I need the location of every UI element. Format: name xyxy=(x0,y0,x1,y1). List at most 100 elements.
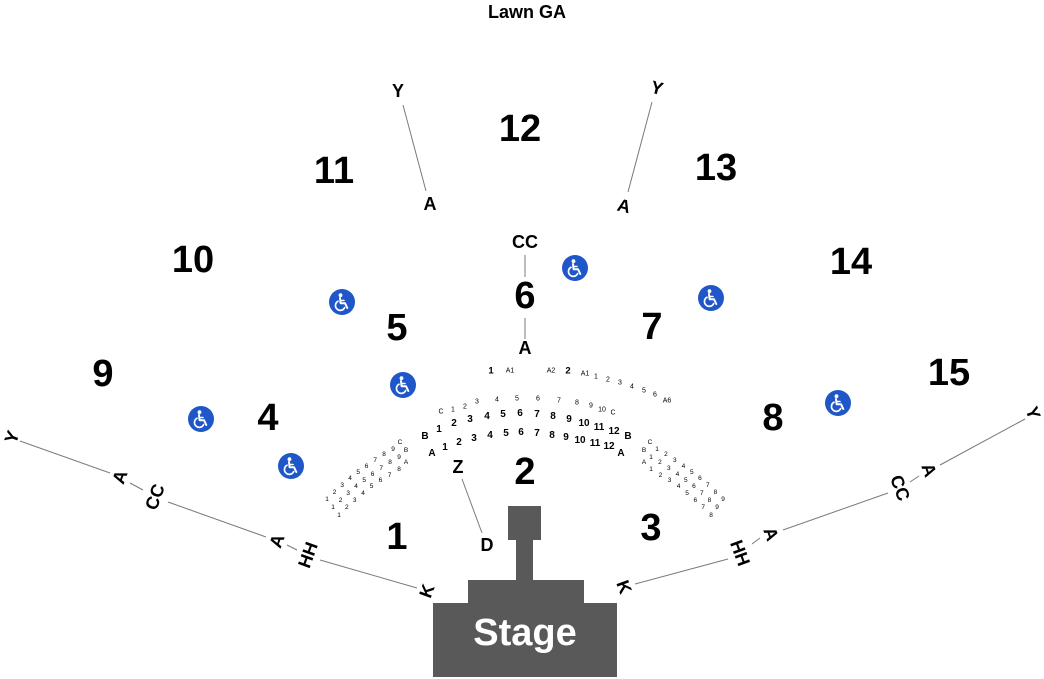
box-label: A2 xyxy=(546,367,556,375)
seat-number: 2 xyxy=(606,376,610,384)
seat-number: 8 xyxy=(549,430,555,441)
seat-number: 5 xyxy=(500,409,506,420)
stage-runway-tip xyxy=(508,506,541,540)
row-label: C xyxy=(647,438,653,446)
section-2[interactable]: 2 xyxy=(514,451,536,493)
seat-number: 1 xyxy=(442,442,448,453)
row-label-center-top: CC xyxy=(512,232,538,252)
aisle-line-pit xyxy=(461,478,483,534)
seat-number: 9 xyxy=(397,453,401,461)
seat-number: 12 xyxy=(608,426,620,437)
section-8[interactable]: 8 xyxy=(762,397,784,439)
stage-main-block xyxy=(433,603,617,677)
seat-number: 6 xyxy=(692,482,696,490)
seat-number: 1 xyxy=(655,445,659,453)
seat-number: 8 xyxy=(382,451,386,459)
row-label: A xyxy=(428,448,436,459)
stage xyxy=(433,506,617,677)
section-5[interactable]: 5 xyxy=(386,307,408,349)
seat-number: 3 xyxy=(340,481,344,489)
seat-number: 4 xyxy=(354,482,358,490)
seat-number: 1 xyxy=(331,503,335,511)
seat-number: 7 xyxy=(557,397,561,405)
seat-number: 2 xyxy=(658,459,662,467)
section-15[interactable]: 15 xyxy=(927,352,971,394)
seat-number: 9 xyxy=(715,503,719,511)
seat-number: 6 xyxy=(698,474,702,482)
seat-number: 6 xyxy=(378,477,383,485)
seat-number: 3 xyxy=(667,477,672,485)
seat-number: 1 xyxy=(649,453,653,461)
row-label: B xyxy=(421,431,429,442)
seat-number: 4 xyxy=(675,470,680,478)
seat-number: 8 xyxy=(388,459,392,467)
row-label-pit-top: Z xyxy=(452,457,464,477)
lawn-ga-label[interactable]: Lawn GA xyxy=(487,2,567,22)
rail-line-left xyxy=(19,440,111,474)
box-label: A1 xyxy=(505,367,515,375)
seat-number: 4 xyxy=(348,474,352,482)
stage-label: Stage xyxy=(473,612,577,654)
section-14[interactable]: 14 xyxy=(829,241,873,283)
seat-number: 7 xyxy=(373,456,377,464)
seat-number: 12 xyxy=(603,441,615,452)
wheelchair-icon xyxy=(278,453,304,479)
section-1[interactable]: 1 xyxy=(386,516,408,558)
section-7[interactable]: 7 xyxy=(641,306,663,348)
aisle-line-upper-right xyxy=(627,101,653,193)
seat-number: 7 xyxy=(387,471,392,479)
rail-line-left xyxy=(167,501,267,538)
seat-number: 1 xyxy=(337,511,341,519)
seat-number: 7 xyxy=(699,489,704,497)
section-12[interactable]: 12 xyxy=(498,108,542,150)
seat-number: 5 xyxy=(356,468,360,476)
seat-number: 1 xyxy=(488,365,494,377)
seat-number: 8 xyxy=(397,465,401,473)
seat-number: 3 xyxy=(471,433,477,444)
wheelchair-icon xyxy=(562,255,588,281)
section-11[interactable]: 11 xyxy=(313,150,355,192)
stage-runway xyxy=(516,539,533,581)
seat-number: 5 xyxy=(369,483,374,491)
seat-number: 5 xyxy=(515,395,519,403)
row-label: A xyxy=(641,458,647,466)
seat-number: 11 xyxy=(593,422,605,433)
seat-number: 1 xyxy=(594,373,598,381)
seat-number: 4 xyxy=(487,430,493,441)
seat-number: 7 xyxy=(379,464,383,472)
row-label: A xyxy=(403,458,409,466)
seat-number: 1 xyxy=(436,424,442,435)
box-label: A1 xyxy=(580,370,590,378)
wheelchair-icon xyxy=(329,289,355,315)
section-13[interactable]: 13 xyxy=(694,147,738,189)
seat-number: 8 xyxy=(550,411,556,422)
seat-number: 8 xyxy=(709,511,713,519)
seat-number: 4 xyxy=(495,396,499,404)
seat-number: 5 xyxy=(362,476,366,484)
seat-number: 4 xyxy=(484,411,490,422)
seat-number: 4 xyxy=(630,383,634,391)
seat-number: 3 xyxy=(352,496,357,504)
seat-number: 10 xyxy=(578,418,590,429)
seat-number: 8 xyxy=(575,399,579,407)
seat-number: 11 xyxy=(589,438,601,449)
seat-number: 2 xyxy=(332,488,337,496)
rail-line-left xyxy=(286,544,298,551)
seat-number: 8 xyxy=(713,488,718,496)
section-10[interactable]: 10 xyxy=(171,239,215,281)
section-9[interactable]: 9 xyxy=(92,353,114,395)
section-4[interactable]: 4 xyxy=(257,397,279,439)
seat-number: 6 xyxy=(693,496,698,504)
seat-number: 5 xyxy=(689,468,694,476)
seat-number: 2 xyxy=(565,365,571,377)
row-label: B xyxy=(624,431,632,442)
seat-number: 5 xyxy=(683,476,688,484)
section-6[interactable]: 6 xyxy=(514,275,536,317)
wheelchair-icon xyxy=(825,390,851,416)
seat-number: 2 xyxy=(338,496,343,504)
row-label: A xyxy=(617,448,625,459)
rail-line-right xyxy=(939,418,1026,466)
section-3[interactable]: 3 xyxy=(640,507,662,549)
